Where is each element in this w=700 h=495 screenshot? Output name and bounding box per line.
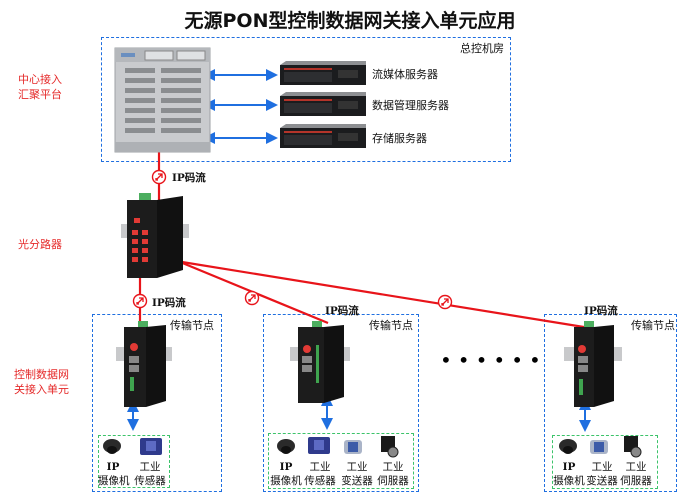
ip-stream-label-node-1: IP码流 [152, 297, 186, 309]
device-label: 工业 变送器 [586, 461, 618, 487]
device-label: IP 摄像机 [98, 461, 130, 487]
node-2-label: 传输节点 [369, 319, 413, 332]
gateway-unit-label-line2: 关接入单元 [14, 383, 69, 396]
transmission-node-zone-3 [544, 314, 677, 492]
device-label: 工业 传感器 [304, 461, 336, 487]
ip-stream-label-node-2: IP码流 [325, 305, 359, 317]
fiber-line-node-3 [181, 260, 591, 330]
industrial-sensor-icon [140, 438, 162, 455]
gateway-unit-label: 控制数据网 关接入单元 [14, 367, 69, 397]
rack-server-icon [280, 124, 366, 148]
gateway-unit-icon [564, 321, 622, 407]
industrial-servo-icon [624, 436, 642, 458]
ip-camera-icon [559, 439, 577, 454]
fiber-signal-icon [132, 293, 148, 309]
central-platform-label-line1: 中心接入 [18, 73, 62, 86]
splitter-label: 光分路器 [18, 238, 62, 251]
ethernet-arrows [127, 69, 591, 432]
gateway-unit-label-line1: 控制数据网 [14, 368, 69, 381]
optical-splitter-icon [121, 193, 189, 278]
device-label: 工业 伺服器 [620, 461, 652, 487]
ip-camera-icon [277, 439, 295, 454]
device-label: 工业 传感器 [134, 461, 166, 487]
olt-chassis-icon [114, 47, 211, 153]
ip-stream-label-trunk: IP码流 [172, 172, 206, 184]
central-platform-label-line2: 汇聚平台 [18, 88, 62, 101]
more-nodes-ellipsis: •••••• [440, 348, 547, 372]
fiber-signal-icon [244, 290, 260, 306]
industrial-sensor-icon [308, 437, 330, 454]
device-label: 工业 伺服器 [377, 461, 409, 487]
industrial-servo-icon [381, 436, 399, 458]
fiber-lines [138, 150, 591, 330]
control-room-label: 总控机房 [460, 42, 504, 55]
ip-camera-icon [103, 439, 121, 454]
node-3-label: 传输节点 [631, 319, 675, 332]
rack-server-icon [280, 92, 366, 116]
gateway-unit-icon [116, 321, 172, 407]
server-label-streaming: 流媒体服务器 [372, 68, 438, 81]
control-room-zone [101, 37, 511, 162]
device-group-2 [268, 433, 414, 489]
device-label: 工业 变送器 [341, 461, 373, 487]
central-platform-label: 中心接入 汇聚平台 [18, 72, 62, 102]
diagram-title: 无源PON型控制数据网关接入单元应用 [184, 10, 516, 32]
fiber-signal-icon [151, 169, 167, 185]
transmission-node-zone-1 [92, 314, 222, 492]
fiber-signal-icon [437, 294, 453, 310]
server-label-storage: 存储服务器 [372, 132, 427, 145]
gateway-unit-icon [290, 321, 350, 403]
industrial-transmitter-icon [590, 440, 608, 454]
transmission-node-zone-2 [263, 314, 419, 492]
server-label-data: 数据管理服务器 [372, 99, 449, 112]
device-group-1 [98, 435, 170, 488]
rack-server-icon [280, 61, 366, 85]
industrial-transmitter-icon [344, 440, 362, 454]
device-label: IP 摄像机 [553, 461, 585, 487]
fiber-signal-icons [132, 169, 453, 310]
device-group-3 [552, 435, 658, 489]
ip-stream-label-node-3: IP码流 [584, 305, 618, 317]
device-label: IP 摄像机 [270, 461, 302, 487]
node-1-label: 传输节点 [170, 319, 214, 332]
